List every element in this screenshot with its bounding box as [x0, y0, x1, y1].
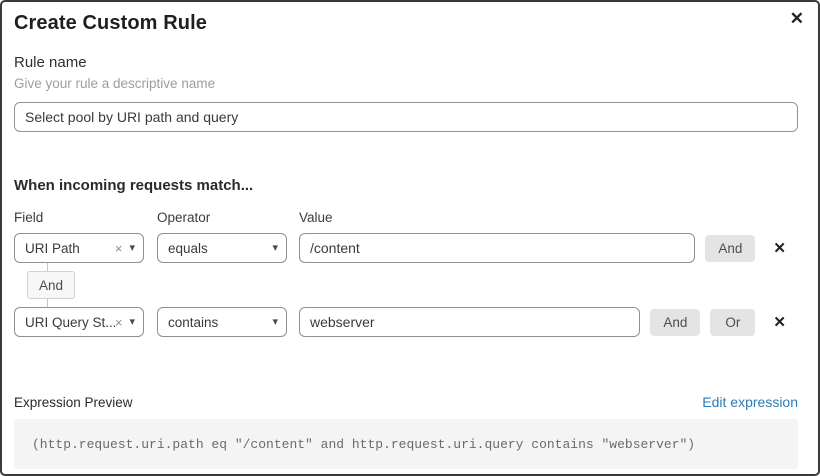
value-input-row1[interactable]: [299, 233, 696, 263]
rule-name-label: Rule name: [14, 54, 87, 71]
and-button-row1[interactable]: And: [705, 234, 756, 262]
expression-preview-code: (http.request.uri.path eq "/content" and…: [14, 419, 798, 469]
column-header-operator: Operator: [157, 210, 211, 225]
column-header-value: Value: [299, 210, 333, 225]
chevron-down-icon: ▾: [272, 241, 278, 254]
or-button-row2[interactable]: Or: [710, 308, 756, 336]
rule-name-hint: Give your rule a descriptive name: [14, 76, 216, 91]
chevron-down-icon: ▾: [272, 315, 278, 328]
operator-select-value: equals: [168, 240, 208, 256]
operator-select-row2[interactable]: contains ▾: [157, 307, 287, 337]
edit-expression-link[interactable]: Edit expression: [702, 394, 798, 410]
field-select-row1[interactable]: URI Path × ▾: [14, 233, 144, 263]
expression-preview-label: Expression Preview: [14, 395, 133, 410]
value-input-row2[interactable]: [299, 307, 641, 337]
clear-icon[interactable]: ×: [114, 314, 123, 330]
operator-select-value: contains: [168, 314, 219, 330]
close-icon[interactable]: ✕: [789, 9, 804, 28]
condition-connector: And: [14, 263, 798, 307]
field-select-value: URI Path: [25, 240, 80, 256]
remove-condition-icon-row2[interactable]: ✕: [773, 313, 786, 331]
connector-line-bottom: [47, 299, 48, 307]
connector-and-badge: And: [27, 271, 76, 299]
chevron-down-icon: ▾: [129, 315, 135, 328]
field-select-value: URI Query St...: [25, 314, 115, 330]
connector-line-top: [47, 263, 48, 271]
field-select-row2[interactable]: URI Query St... × ▾: [14, 307, 144, 337]
dialog-title: Create Custom Rule: [14, 12, 207, 34]
condition-row-2: URI Query St... × ▾ contains ▾ And Or ✕: [14, 307, 798, 337]
rule-name-input[interactable]: [14, 102, 798, 132]
remove-condition-icon-row1[interactable]: ✕: [773, 239, 786, 257]
match-heading: When incoming requests match...: [14, 177, 254, 194]
chevron-down-icon: ▾: [129, 241, 135, 254]
condition-row-1: URI Path × ▾ equals ▾ And ✕: [14, 233, 798, 263]
condition-column-headers: Field Operator Value: [14, 210, 798, 225]
clear-icon[interactable]: ×: [114, 240, 123, 256]
and-button-row2[interactable]: And: [650, 308, 701, 336]
column-header-field: Field: [14, 210, 44, 225]
operator-select-row1[interactable]: equals ▾: [157, 233, 287, 263]
